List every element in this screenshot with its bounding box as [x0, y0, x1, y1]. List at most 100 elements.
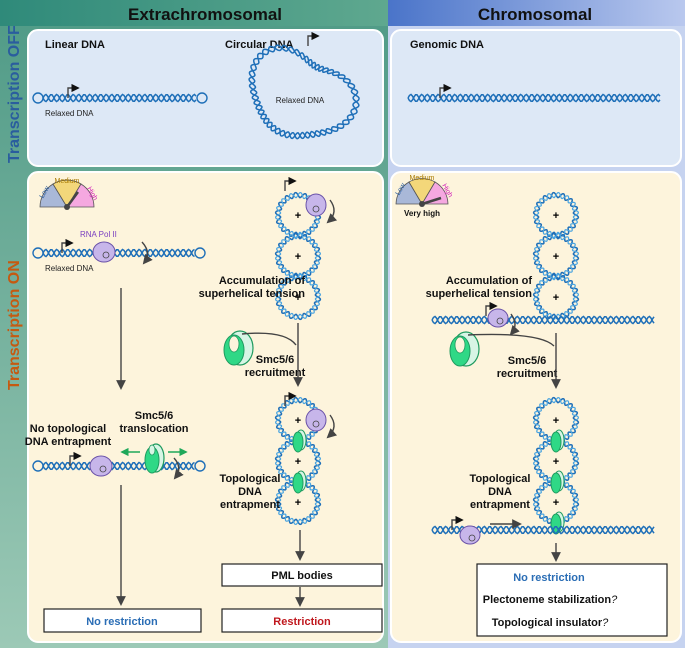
rotation-arrow-icon [173, 457, 184, 480]
linear-outcome-text: No restriction [86, 616, 158, 628]
positive-supercoil-plus: + [295, 415, 301, 427]
rna-pol-ii-icon [305, 408, 327, 432]
pml-bodies-box [221, 563, 383, 587]
circular-dna-title: Circular DNA [225, 39, 294, 51]
translocation-line2: translocation [119, 423, 188, 435]
chrom-accumulation-line2: superhelical tension [426, 288, 533, 300]
dna-loop [532, 232, 580, 280]
restriction-box [221, 608, 383, 633]
chromosomal-outcome-title: No restriction [513, 572, 585, 584]
on-extrachromosomal-panel [27, 171, 384, 643]
recruitment-line1: Smc5/6 [256, 354, 295, 366]
extrachromosomal-header: Extrachromosomal [128, 5, 282, 24]
dna-loop [532, 191, 580, 239]
tss-arrow [284, 176, 297, 191]
transcription-off-label: Transcription OFF [6, 25, 23, 163]
rotation-arrow-icon [326, 199, 338, 224]
chrom-recruitment-line1: Smc5/6 [508, 355, 547, 367]
dna-loop [274, 396, 322, 444]
tss-arrow [61, 238, 74, 253]
smc5-6-icon [550, 472, 562, 494]
positive-supercoil-plus: + [295, 210, 301, 222]
chrom-accumulation-line1: Accumulation of [446, 275, 533, 287]
smc5-6-icon [144, 443, 165, 474]
rna-pol-ii-icon [305, 193, 327, 217]
rotation-arrow-icon [326, 414, 338, 439]
recruitment-curve [467, 333, 555, 347]
rna-pol-ii-icon [89, 455, 113, 477]
tss-arrow [69, 451, 82, 466]
linear-dna-end-right [194, 460, 206, 472]
rna-pol-ii-icon [92, 241, 116, 263]
tss-arrow [307, 31, 320, 46]
linear-relaxed-caption: Relaxed DNA [45, 109, 94, 118]
positive-supercoil-plus: + [295, 497, 301, 509]
rna-pol-ii-icon [487, 308, 509, 328]
linear-dna-title: Linear DNA [45, 39, 105, 51]
chrom-recruitment-line2: recruitment [497, 368, 558, 380]
tss-arrow [284, 391, 297, 406]
circular-dna-helix [248, 44, 360, 140]
gauge-medium-label: Medium [410, 175, 435, 182]
extrachromosomal-header-bar [0, 0, 388, 26]
chromosomal-entrapped-plectoneme: +++ [532, 396, 580, 526]
no-entrapment-line2: DNA entrapment [25, 436, 112, 448]
linear-dna-helix [42, 461, 195, 471]
dna-loop [274, 273, 322, 321]
entrapment-line2: DNA [238, 486, 262, 498]
transcription-on-label: Transcription ON [6, 260, 23, 390]
translocation-line1: Smc5/6 [135, 410, 174, 422]
positive-supercoil-plus: + [295, 292, 301, 304]
chromosomal-plectoneme: + + + [532, 191, 580, 321]
genomic-dna-helix [431, 315, 655, 325]
off-extrachromosomal-panel [27, 29, 384, 167]
recruitment-line2: recruitment [245, 367, 306, 379]
smc5-6-icon [292, 431, 304, 453]
restriction-text: Restriction [273, 616, 331, 628]
topological-insulator-text: Topological insulator? [492, 617, 609, 629]
tss-arrow [67, 83, 80, 98]
gauge-medium-label: Medium [55, 178, 80, 185]
positive-supercoil-plus: + [553, 415, 559, 427]
accumulation-line2: superhelical tension [199, 288, 306, 300]
entrapment-line3: entrapment [220, 499, 280, 511]
smc5-6-entrapment-icons [550, 429, 565, 535]
dna-loop [532, 396, 580, 444]
rotation-arrow-icon [509, 313, 520, 336]
genomic-dna-helix [407, 93, 661, 103]
recruitment-curve [241, 332, 297, 346]
tss-arrow [439, 83, 452, 98]
chromosomal-header-bar [388, 0, 685, 26]
rna-pol-ii-icon [459, 525, 481, 545]
dna-loop [532, 478, 580, 526]
tss-arrow [485, 301, 498, 316]
circular-relaxed-caption: Relaxed DNA [276, 96, 325, 105]
positive-supercoil-plus: + [553, 497, 559, 509]
smc5-6-icon [550, 431, 562, 453]
chromosomal-outcome-box [476, 563, 668, 637]
chrom-entrapment-line2: DNA [488, 486, 512, 498]
positive-supercoil-plus: + [553, 251, 559, 263]
chrom-entrapment-line1: Topological [470, 473, 531, 485]
linear-dna-end-right [194, 247, 206, 259]
plectoneme-stabilization-text: Plectoneme stabilization? [483, 594, 618, 606]
dna-loop [532, 273, 580, 321]
rotation-arrow-icon [141, 241, 153, 265]
rna-pol-ii-label: RNA Pol II [80, 230, 117, 239]
dna-loop [274, 437, 322, 485]
positive-supercoil-plus: + [553, 292, 559, 304]
smc5-6-icon [449, 331, 480, 367]
genomic-dna-title: Genomic DNA [410, 39, 484, 51]
smc5-6-icon [292, 472, 304, 494]
dna-loop [274, 191, 322, 239]
dna-loop [274, 478, 322, 526]
transcription-gauge-very-high: Low Medium High Very high [395, 175, 454, 218]
chromosomal-header: Chromosomal [478, 5, 592, 24]
linear-dna-end-right [196, 92, 208, 104]
entrapment-line1: Topological [220, 473, 281, 485]
linear-on-relaxed-caption: Relaxed DNA [45, 264, 94, 273]
smc5-6-entrapment-icons [292, 429, 307, 494]
positive-supercoil-plus: + [553, 210, 559, 222]
positive-supercoil-plus: + [295, 456, 301, 468]
